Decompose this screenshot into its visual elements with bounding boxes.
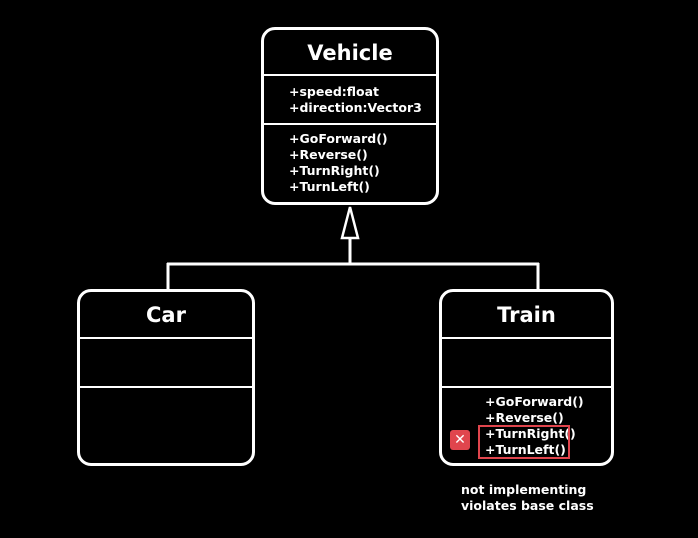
class-train: Train +GoForward() +Reverse() +TurnRight… <box>439 289 614 466</box>
class-car: Car <box>77 289 255 466</box>
violation-note-line-2: violates base class <box>461 498 594 513</box>
error-x-icon: ✕ <box>450 430 470 450</box>
inheritance-arrowhead <box>340 206 360 240</box>
method-goforward: +GoForward() <box>289 131 388 146</box>
attribute-speed: +speed:float <box>289 84 380 99</box>
method-reverse: +Reverse() <box>289 147 368 162</box>
method-turnleft: +TurnLeft() <box>485 442 566 457</box>
class-train-attributes <box>442 339 611 388</box>
method-turnright: +TurnRight() <box>485 426 576 441</box>
violation-note: not implementing violates base class <box>461 482 594 514</box>
violation-highlight-box <box>478 425 570 459</box>
class-vehicle-methods: +GoForward() +Reverse() +TurnRight() +Tu… <box>264 125 436 195</box>
class-vehicle-attributes: +speed:float +direction:Vector3 <box>264 76 436 125</box>
class-car-attributes <box>80 339 252 388</box>
class-train-methods: +GoForward() +Reverse() +TurnRight() +Tu… <box>442 388 611 459</box>
class-vehicle-title: Vehicle <box>264 30 436 76</box>
violation-note-line-1: not implementing <box>461 482 587 497</box>
method-turnright: +TurnRight() <box>289 163 380 178</box>
class-vehicle: Vehicle +speed:float +direction:Vector3 … <box>261 27 439 205</box>
method-turnleft: +TurnLeft() <box>289 179 370 194</box>
attribute-direction: +direction:Vector3 <box>289 100 422 115</box>
method-goforward: +GoForward() <box>485 394 584 409</box>
method-reverse: +Reverse() <box>485 410 564 425</box>
class-train-title: Train <box>442 292 611 339</box>
class-car-title: Car <box>80 292 252 339</box>
